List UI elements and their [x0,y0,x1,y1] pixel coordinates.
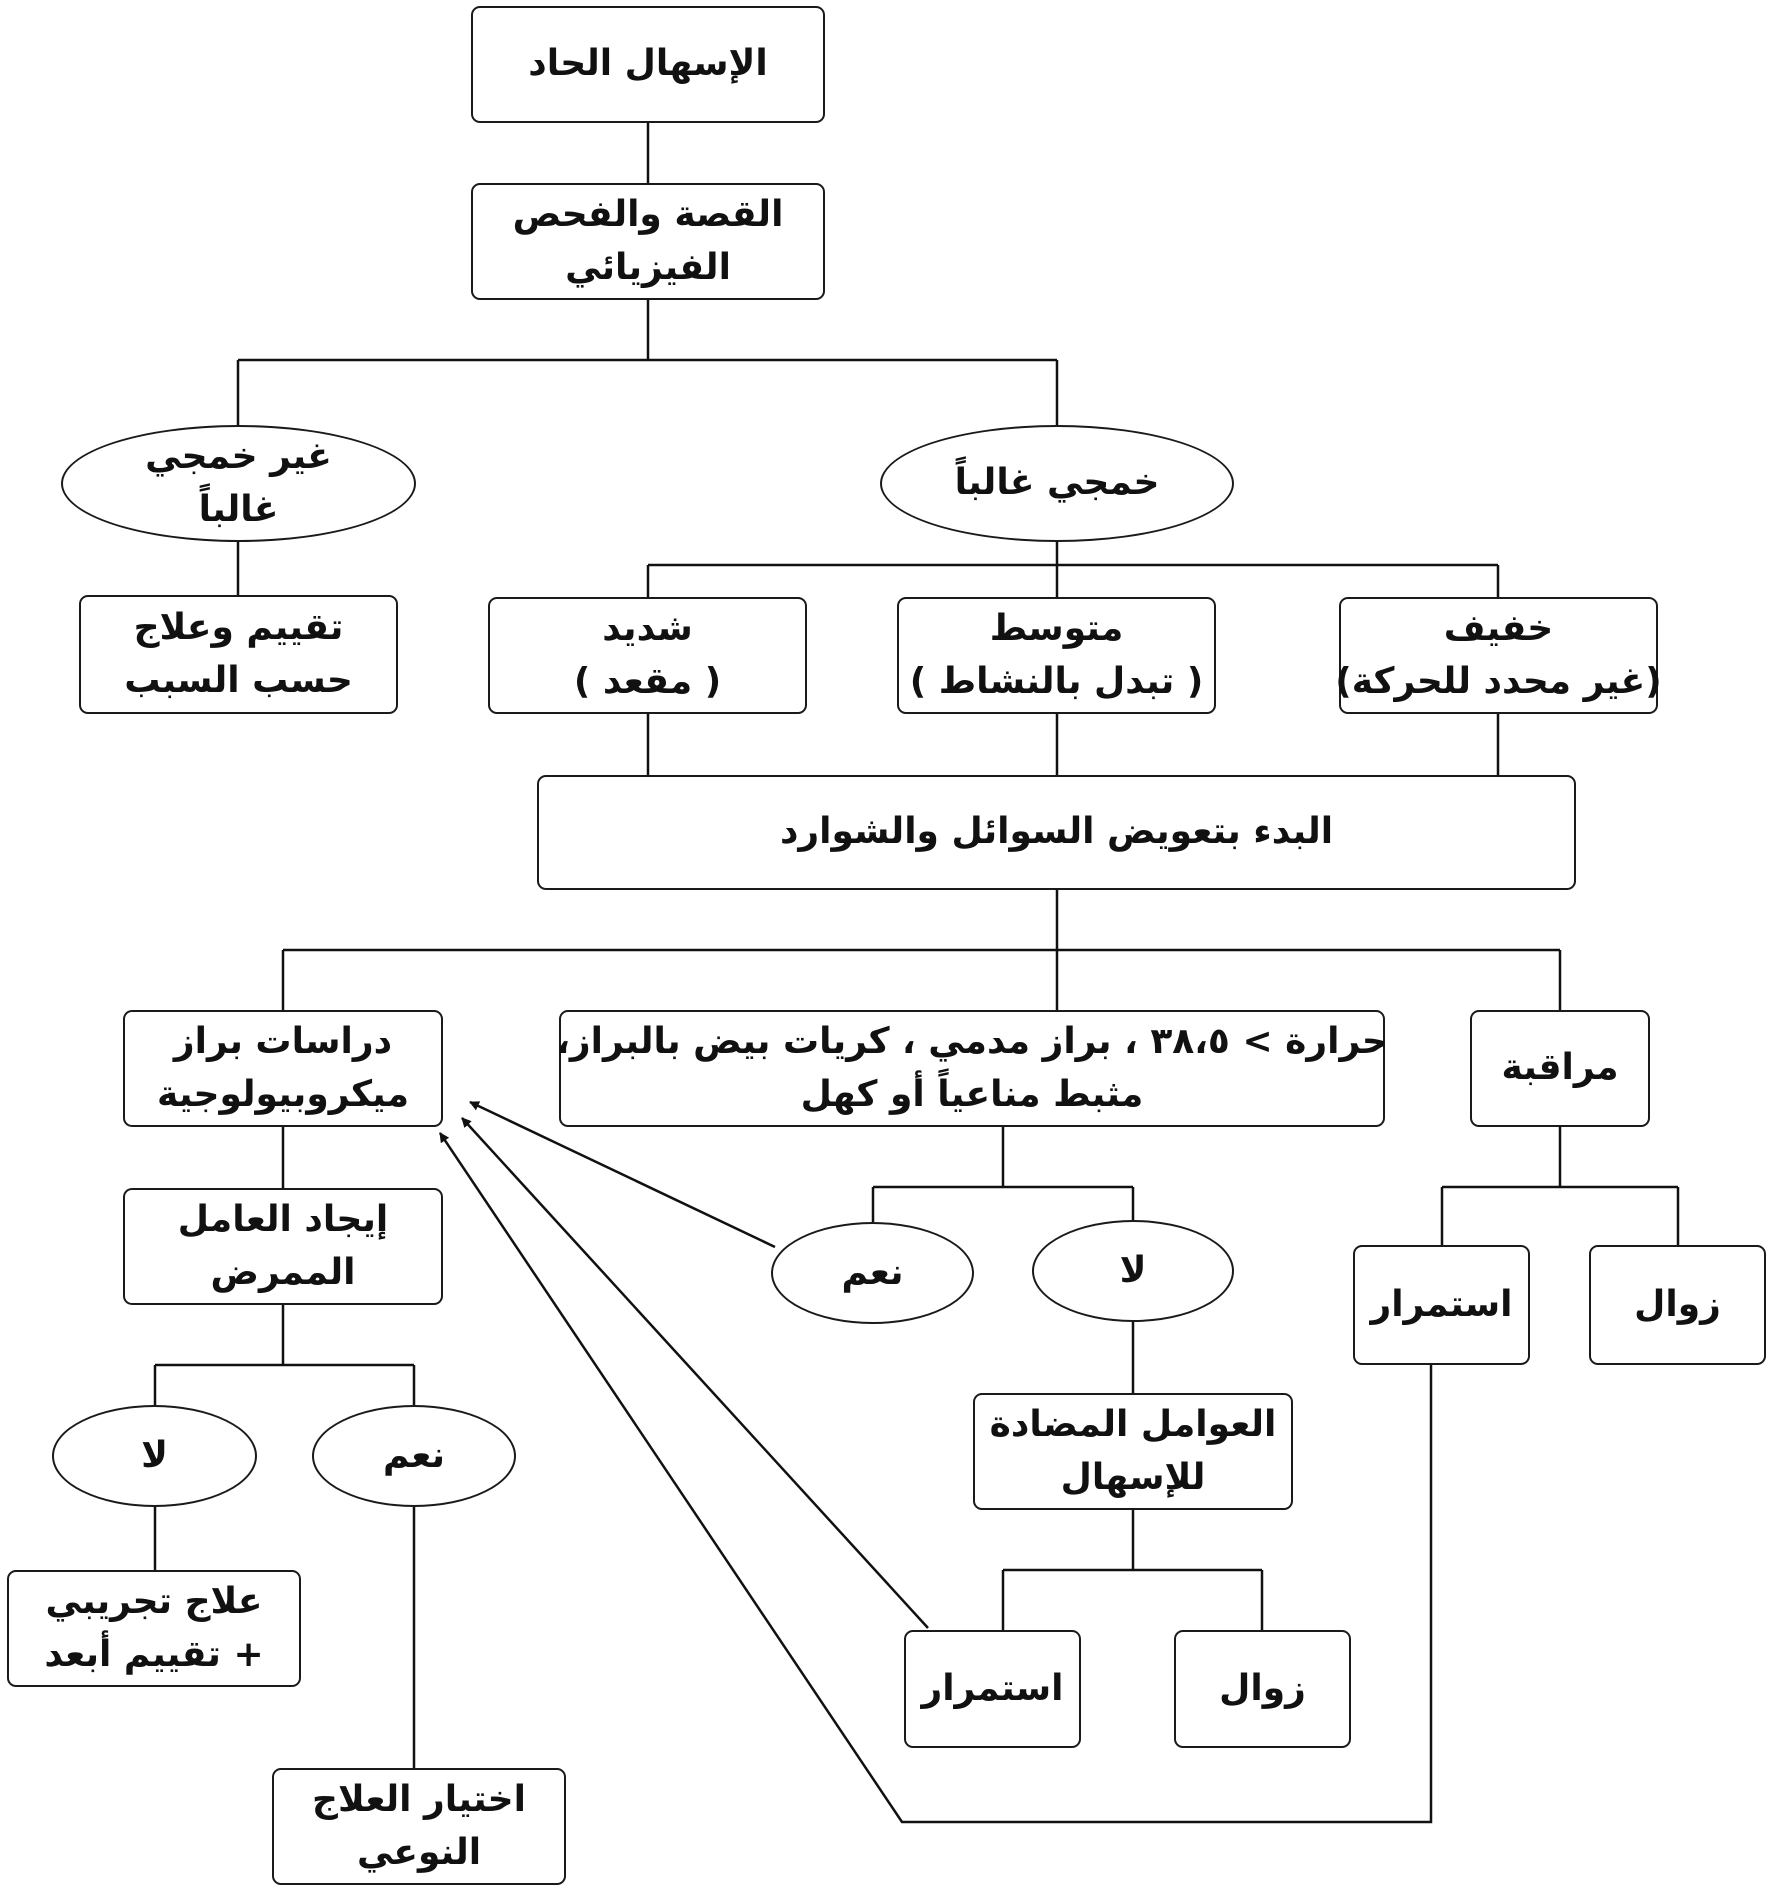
yes-oval-criteria: نعم [771,1222,974,1324]
antidiarrheal-text-line1: العوامل المضادة [989,1404,1277,1446]
acute-diarrhea-text: الإسهال الحاد [528,43,768,85]
acute-diarrhea-box: الإسهال الحاد [471,6,825,123]
persistence-box-antidiarrheal: استمرار [904,1630,1081,1748]
history-exam-box: القصة والفحص الفيزيائي [471,183,825,300]
arrow-persist2-to-stool [461,1117,929,1629]
yes-text-pathogen: نعم [382,1434,446,1476]
evaluate-treat-text-line2: حسب السبب [124,659,353,701]
stool-studies-text-line1: دراسات براز [173,1021,393,1063]
history-exam-text-line2: الفيزيائي [565,246,731,288]
fluid-replacement-box: البدء بتعويض السوائل والشوارد [537,775,1576,890]
arrow-persist1-to-stool [438,1132,1433,1824]
persistence-box-observation: استمرار [1353,1245,1530,1365]
severe-text-line2: ( مقعد ) [573,660,722,702]
line-criteria-split [871,1127,1135,1222]
yes-text-criteria: نعم [841,1251,904,1293]
line-history-split [236,300,1059,435]
antidiarrheal-text-line2: للإسهال [1060,1456,1206,1498]
no-text-criteria: لا [1119,1249,1147,1291]
resolution-box-observation: زوال [1589,1245,1766,1365]
no-text-pathogen: لا [141,1434,168,1476]
stool-studies-box: دراسات براز ميكروبيولوجية [123,1010,443,1127]
persistence-text-observation: استمرار [1370,1283,1513,1325]
observation-text: مراقبة [1501,1047,1619,1089]
find-pathogen-text-line1: إيجاد العامل [177,1199,389,1241]
yes-oval-pathogen: نعم [312,1405,516,1507]
specific-treatment-text-line1: اختيار العلاج [312,1779,526,1821]
criteria-text-line1: حرارة > ٣٨،٥ ، براز مدمي ، كريات بيض بال… [556,1021,1388,1063]
evaluate-treat-text-line1: تقييم وعلاج [133,607,344,649]
no-oval-criteria: لا [1032,1220,1234,1322]
mild-text-line2: (غير محدد للحركة) [1335,660,1662,702]
history-exam-text-line1: القصة والفحص [512,194,784,236]
non-infectious-oval: غير خمجي غالباً [61,425,416,542]
non-infectious-text-line1: غير خمجي [145,436,332,478]
find-pathogen-box: إيجاد العامل الممرض [123,1188,443,1305]
fluid-replacement-text: البدء بتعويض السوائل والشوارد [779,811,1334,853]
observation-box: مراقبة [1470,1010,1650,1127]
criteria-box: حرارة > ٣٨،٥ ، براز مدمي ، كريات بيض بال… [556,1010,1388,1127]
resolution-text-antidiarrheal: زوال [1219,1667,1306,1709]
moderate-text-line1: متوسط [989,608,1124,650]
line-inf-split [646,537,1500,597]
specific-treatment-text-line2: النوعي [356,1831,482,1873]
infectious-oval: خمجي غالباً [880,425,1234,542]
find-pathogen-text-line2: الممرض [210,1251,356,1293]
non-infectious-text-line2: غالباً [198,488,279,530]
empiric-treatment-text-line1: علاج تجريبي [45,1581,263,1623]
criteria-text-line2: مثبط مناعياً أو كهل [800,1073,1144,1115]
infectious-text: خمجي غالباً [954,462,1160,504]
persistence-text-antidiarrheal: استمرار [921,1667,1064,1709]
antidiarrheal-box: العوامل المضادة للإسهال [973,1393,1293,1510]
line-find-split [153,1305,416,1405]
evaluate-treat-box: تقييم وعلاج حسب السبب [79,595,398,714]
line-severity-fluids [646,714,1500,775]
resolution-text-observation: زوال [1634,1283,1721,1325]
empiric-treatment-box: علاج تجريبي + تقييم أبعد [7,1570,301,1687]
mild-box: خفيف (غير محدد للحركة) [1335,597,1662,714]
mild-text-line1: خفيف [1443,608,1554,650]
arrow-yes1-to-stool [469,1100,776,1249]
resolution-box-antidiarrheal: زوال [1174,1630,1351,1748]
line-observe-split [1440,1127,1680,1245]
severe-text-line1: شديد [602,608,693,650]
line-fluids-split [281,890,1562,1010]
stool-studies-text-line2: ميكروبيولوجية [156,1073,410,1115]
empiric-treatment-text-line2: + تقييم أبعد [44,1633,264,1675]
severe-box: شديد ( مقعد ) [488,597,807,714]
moderate-box: متوسط ( تبدل بالنشاط ) [897,597,1216,714]
no-oval-pathogen: لا [52,1405,257,1507]
moderate-text-line2: ( تبدل بالنشاط ) [909,660,1204,702]
line-antidiarrheal-split [1001,1510,1264,1630]
specific-treatment-box: اختيار العلاج النوعي [272,1768,566,1885]
